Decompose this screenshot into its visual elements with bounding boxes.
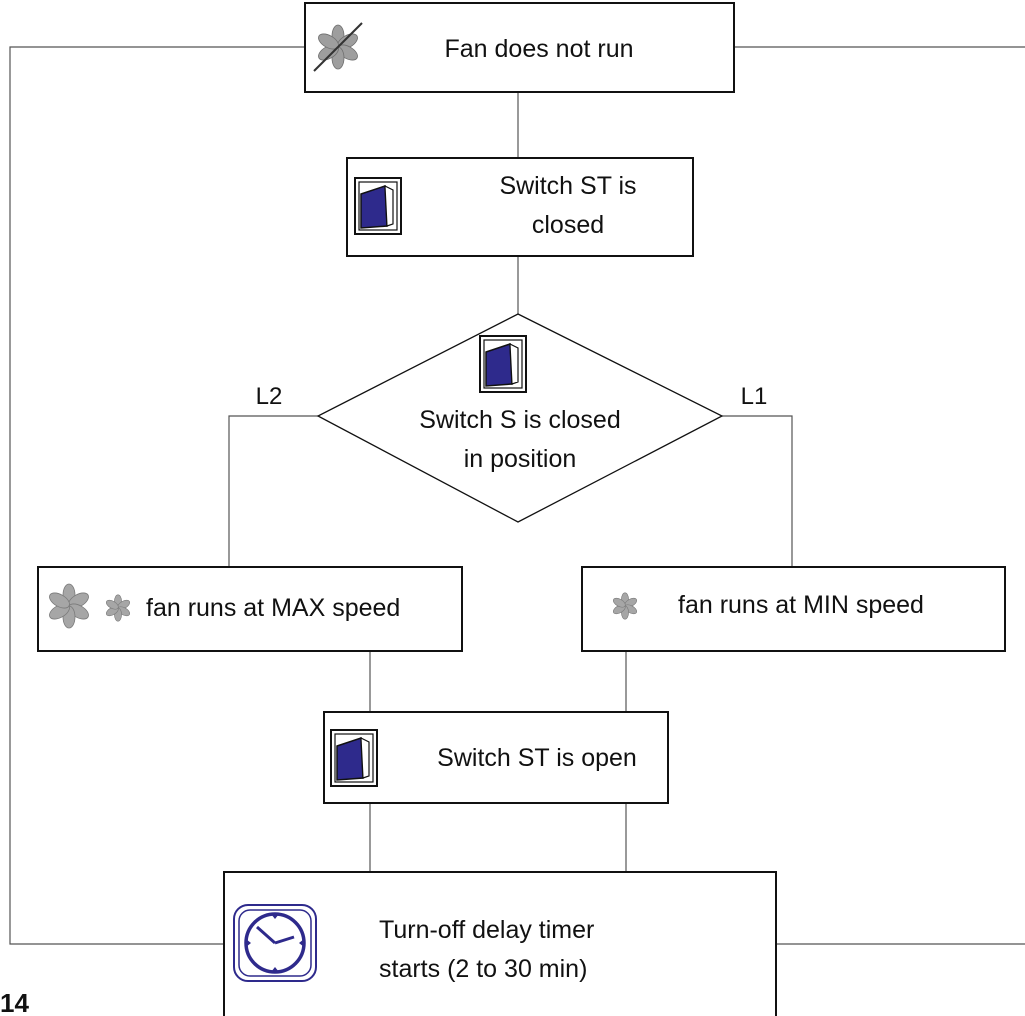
- node-label-line1: Switch ST is: [499, 172, 636, 200]
- switch-icon: [479, 335, 527, 393]
- decision-label-line1: Switch S is closed: [419, 406, 620, 434]
- branch-label-l1: L1: [741, 383, 768, 410]
- node-label: Fan does not run: [444, 35, 633, 63]
- node-label-line2: starts (2 to 30 min): [379, 955, 587, 983]
- decision-switch-s: Switch S is closed in position L2 L1: [256, 313, 768, 523]
- node-switch-st-closed: Switch ST is closed: [346, 157, 694, 257]
- node-label-line2: closed: [532, 211, 604, 239]
- node-label: fan runs at MIN speed: [678, 591, 924, 619]
- node-label: fan runs at MAX speed: [146, 594, 400, 622]
- node-max-speed: fan runs at MAX speed: [37, 566, 463, 652]
- switch-icon: [330, 729, 378, 787]
- branch-label-l2: L2: [256, 383, 283, 410]
- node-fan-not-running: Fan does not run: [304, 2, 735, 93]
- switch-icon: [354, 177, 402, 235]
- figure-number: 14: [0, 988, 29, 1016]
- node-switch-st-open: Switch ST is open: [323, 711, 669, 804]
- connectors: [9, 46, 1025, 945]
- node-min-speed: fan runs at MIN speed: [581, 566, 1006, 652]
- timer-clock-icon: [233, 904, 317, 982]
- decision-label-line2: in position: [464, 445, 577, 473]
- node-timer: Turn-off delay timer starts (2 to 30 min…: [223, 871, 777, 1016]
- fan-off-icon: [313, 22, 363, 72]
- node-label: Switch ST is open: [437, 744, 637, 772]
- node-label-line1: Turn-off delay timer: [379, 916, 594, 944]
